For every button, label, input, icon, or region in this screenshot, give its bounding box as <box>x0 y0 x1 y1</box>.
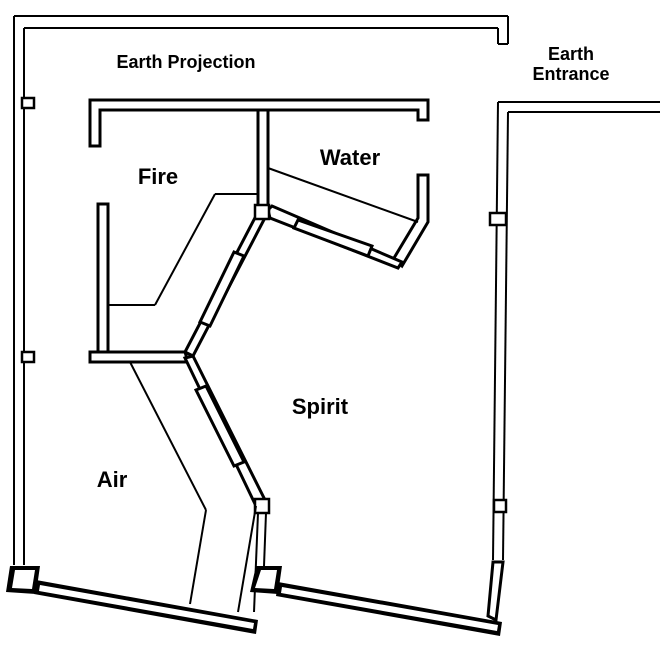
water-bottom-wall <box>266 204 405 270</box>
room-label-fire: Fire <box>138 164 178 189</box>
post-water-corner <box>253 203 271 221</box>
fire-water-divider <box>256 108 270 208</box>
room-label-earth-entrance-2: Entrance <box>532 64 609 84</box>
room-label-spirit: Spirit <box>292 394 349 419</box>
room-label-water: Water <box>320 145 381 170</box>
room-label-earth-entrance-1: Earth <box>548 44 594 64</box>
bottom-right-window <box>250 566 502 636</box>
water-right-wall <box>392 173 430 269</box>
fire-ramp <box>108 193 258 306</box>
outer-wall-left <box>13 16 36 565</box>
room-label-earth-projection: Earth Projection <box>116 52 255 72</box>
spirit-air-lower-wall <box>253 512 267 613</box>
outer-wall-top <box>14 15 509 45</box>
fire-left-wall <box>96 202 110 354</box>
spirit-fire-diagonal-wall <box>182 210 271 359</box>
spirit-air-diagonal-wall <box>182 354 269 508</box>
water-ramp <box>267 167 419 223</box>
fire-air-divider <box>88 350 191 364</box>
entrance-wall <box>486 101 660 623</box>
air-ramp <box>129 361 257 613</box>
post-spirit-air <box>253 497 271 515</box>
room-label-air: Air <box>97 467 128 492</box>
bottom-left-window <box>6 566 258 634</box>
